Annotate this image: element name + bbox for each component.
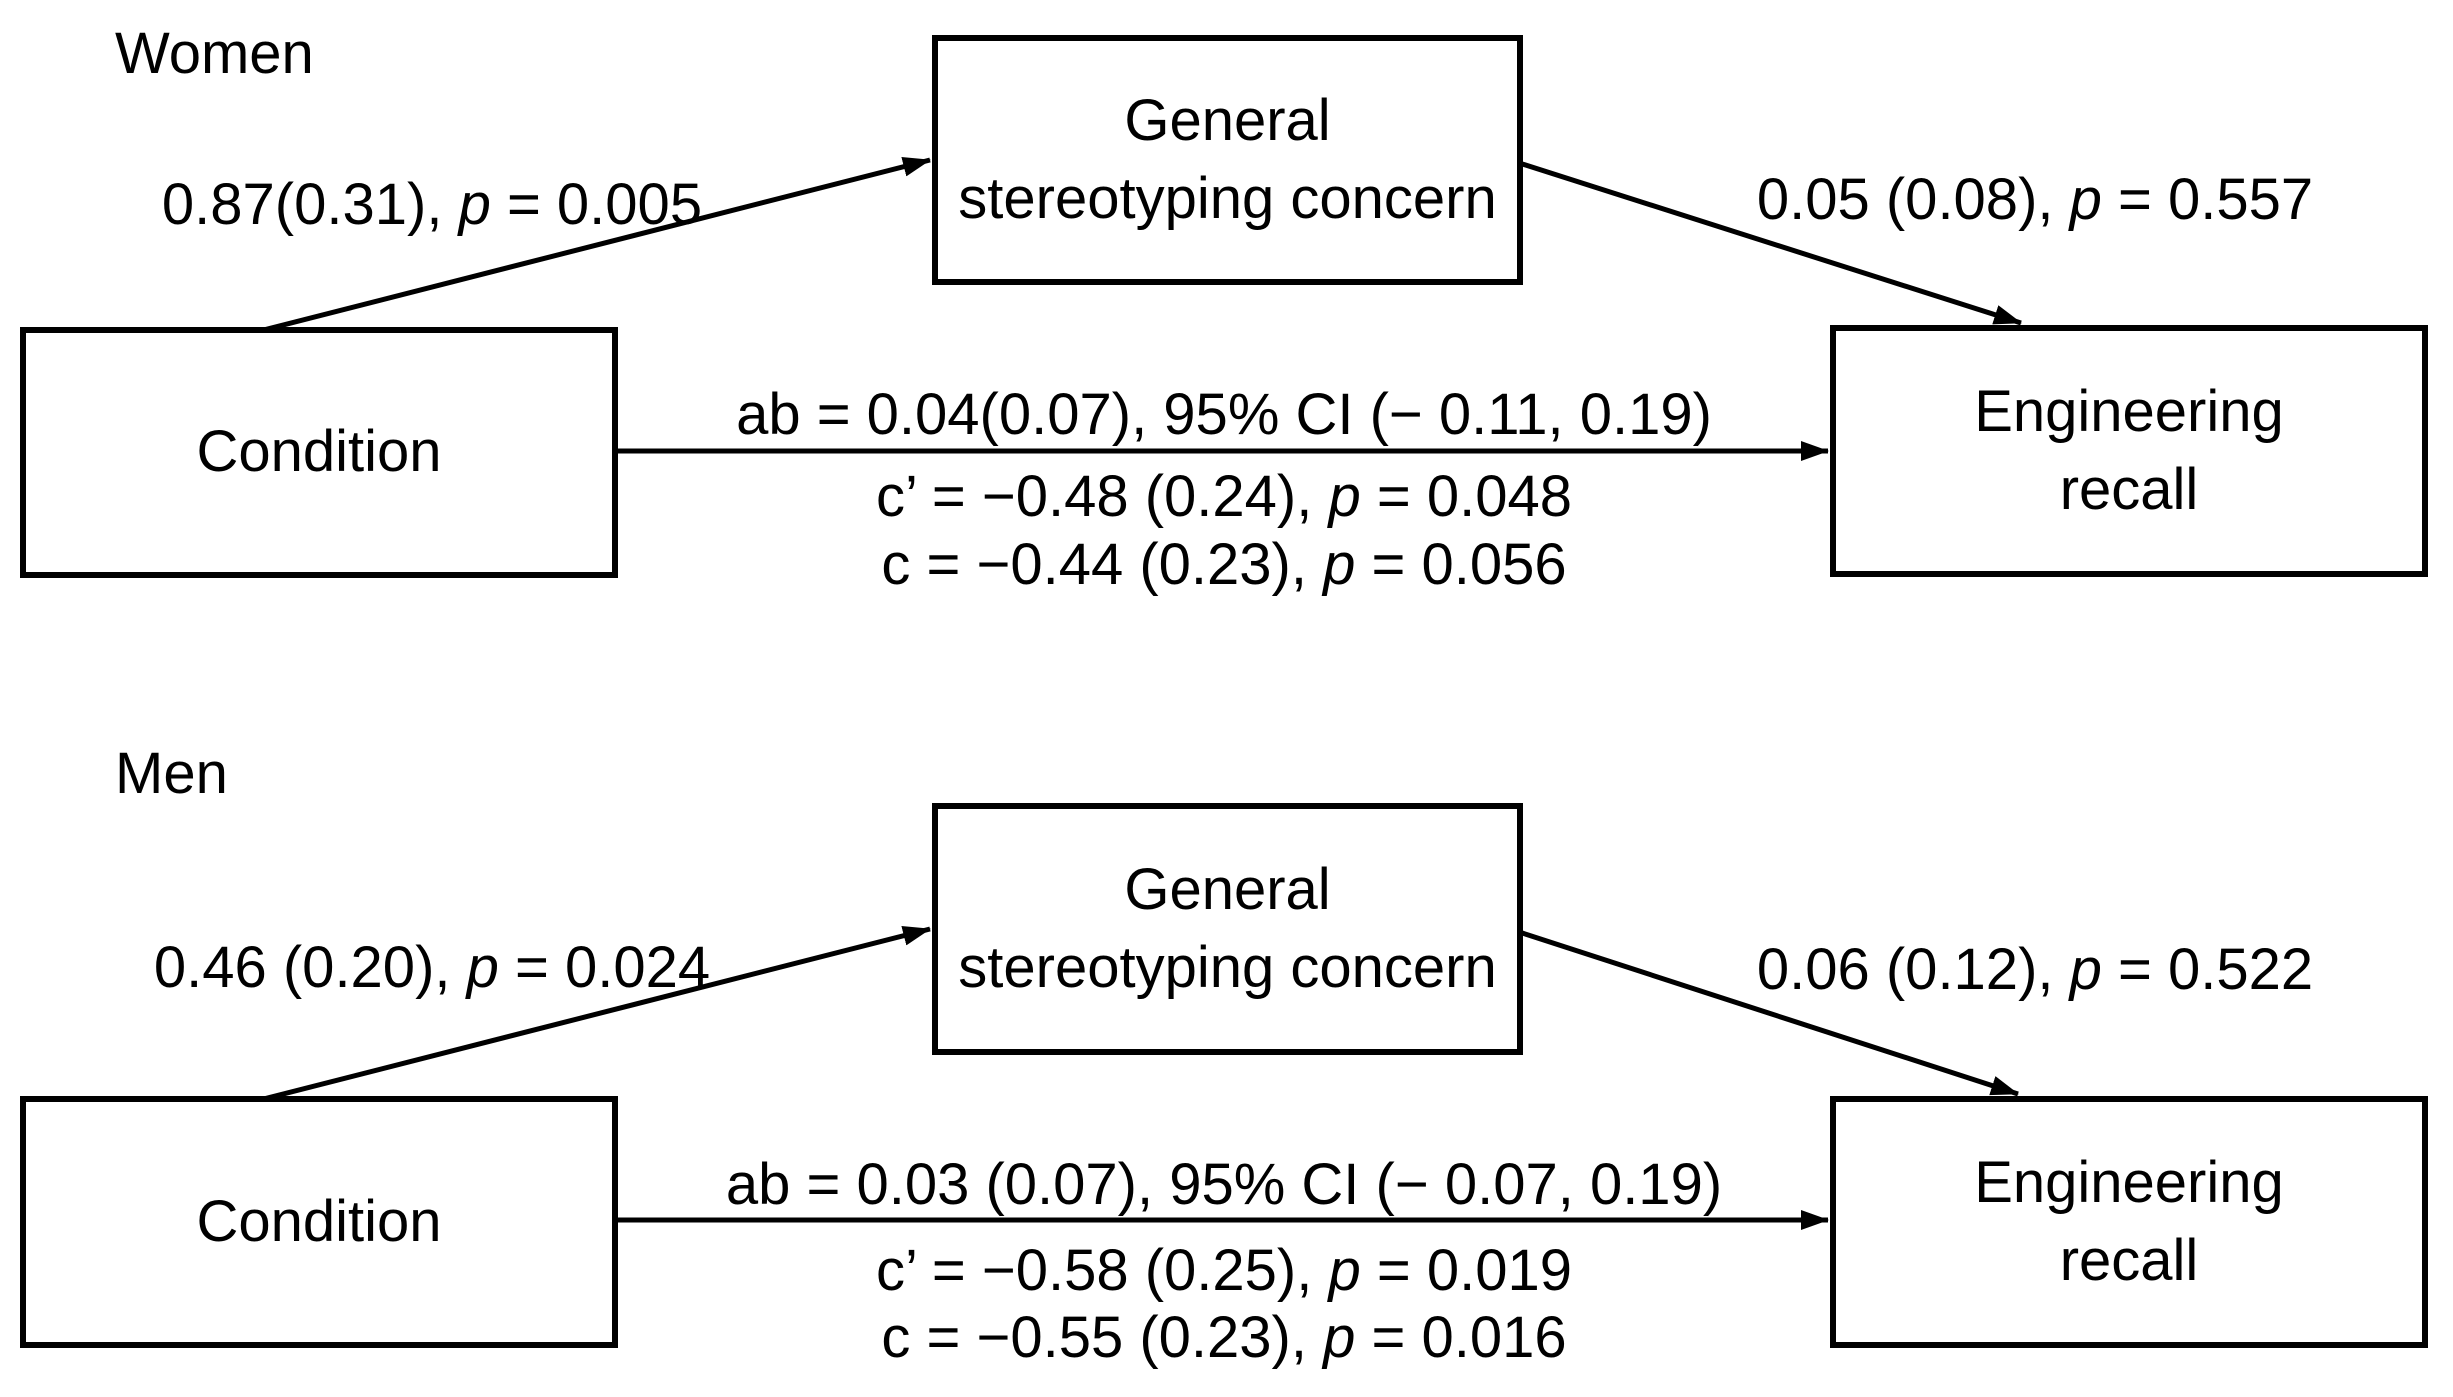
women-b-coefficient: 0.05 (0.08),: [1756, 167, 2070, 233]
men-mediator-label-line2: stereotyping concern: [958, 935, 1497, 1000]
men-b-coefficient: 0.06 (0.12),: [1756, 937, 2070, 1003]
men-c-prime-p-symbol: p: [1328, 1238, 1361, 1304]
women-c-coefficient: c = −0.44 (0.23),: [881, 532, 1324, 598]
men-mediator-box: General stereotyping concern: [932, 803, 1523, 1055]
men-outcome-box: Engineering recall: [1830, 1096, 2428, 1348]
women-outcome-label-line1: Engineering: [1974, 378, 2284, 444]
women-a-p-symbol: p: [458, 172, 491, 238]
men-b-path-arrow: [1515, 928, 2019, 1097]
women-outcome-box: Engineering recall: [1830, 325, 2428, 577]
panel-title-women: Women: [115, 21, 314, 86]
women-c-p-value: = 0.056: [1355, 532, 1567, 598]
men-outcome-label-line1: Engineering: [1974, 1149, 2284, 1215]
women-ab-indirect-label: ab = 0.04(0.07), 95% CI (− 0.11, 0.19): [736, 382, 1712, 448]
women-c-prime-p-value: = 0.048: [1360, 464, 1572, 530]
women-outcome-label-line2: recall: [2059, 457, 2199, 522]
women-mediator-label-line1: General: [1124, 87, 1331, 153]
panel-title-men: Men: [115, 741, 228, 806]
men-a-p-value: = 0.024: [498, 935, 711, 1001]
men-a-path-arrow: [239, 925, 931, 1108]
women-c-prime-p-symbol: p: [1328, 464, 1361, 530]
women-condition-label: Condition: [196, 419, 442, 485]
men-c-p-symbol: p: [1323, 1305, 1356, 1371]
men-outcome-label-line2: recall: [2059, 1228, 2199, 1293]
men-b-p-value: = 0.522: [2101, 937, 2314, 1003]
men-c-total-label: c = −0.55 (0.23), p = 0.016: [881, 1303, 1566, 1373]
women-c-prime-coefficient: c’ = −0.48 (0.24),: [876, 464, 1329, 530]
men-condition-label: Condition: [196, 1188, 442, 1254]
women-a-coefficient: 0.87(0.31),: [161, 172, 459, 238]
women-b-p-value: = 0.557: [2101, 167, 2314, 233]
men-ab-indirect-label: ab = 0.03 (0.07), 95% CI (− 0.07, 0.19): [725, 1152, 1723, 1218]
women-a-path-arrow: [239, 156, 931, 339]
men-c-prime-label: c’ = −0.58 (0.25), p = 0.019: [876, 1236, 1572, 1306]
men-c-coefficient: c = −0.55 (0.23),: [881, 1305, 1324, 1371]
men-a-path-label: 0.46 (0.20), p = 0.024: [154, 933, 710, 1003]
men-a-p-symbol: p: [466, 935, 499, 1001]
women-c-p-symbol: p: [1323, 532, 1356, 598]
women-condition-box: Condition: [20, 327, 618, 578]
men-c-prime-p-value: = 0.019: [1360, 1238, 1572, 1304]
women-a-path-label: 0.87(0.31), p = 0.005: [162, 170, 702, 240]
women-b-path-arrow: [1515, 159, 2022, 326]
women-mediator-label-line2: stereotyping concern: [958, 166, 1497, 231]
men-b-p-symbol: p: [2069, 937, 2102, 1003]
women-c-total-label: c = −0.44 (0.23), p = 0.056: [881, 530, 1566, 600]
men-c-p-value: = 0.016: [1355, 1305, 1567, 1371]
men-b-path-label: 0.06 (0.12), p = 0.522: [1757, 935, 2313, 1005]
women-mediator-box: General stereotyping concern: [932, 35, 1523, 285]
women-b-path-label: 0.05 (0.08), p = 0.557: [1757, 165, 2313, 235]
women-c-prime-label: c’ = −0.48 (0.24), p = 0.048: [876, 462, 1572, 532]
men-c-prime-coefficient: c’ = −0.58 (0.25),: [876, 1238, 1329, 1304]
men-a-coefficient: 0.46 (0.20),: [153, 935, 467, 1001]
men-mediator-label-line1: General: [1124, 856, 1331, 922]
women-a-p-value: = 0.005: [490, 172, 703, 238]
men-condition-box: Condition: [20, 1096, 618, 1348]
women-b-p-symbol: p: [2069, 167, 2102, 233]
